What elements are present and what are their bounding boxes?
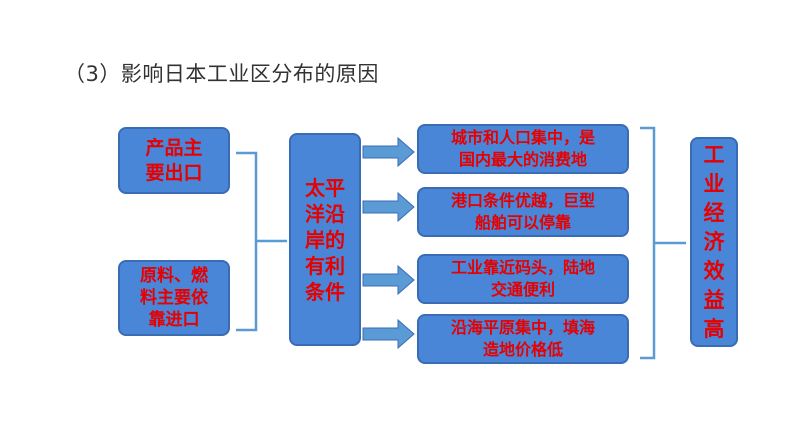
box-line: 交通便利 <box>490 280 555 299</box>
box-line: 太平 <box>305 175 345 200</box>
import-reason-box: 原料、燃 料主要依 靠进口 <box>118 260 230 336</box>
box-line: 洋沿 <box>305 201 345 226</box>
box-line: 高 <box>703 316 725 341</box>
box-line: 船舶可以停靠 <box>474 213 571 232</box>
box-line: 益 <box>703 287 725 312</box>
box-line: 经 <box>703 200 725 225</box>
pacific-coast-advantages-box: 太平 洋沿 岸的 有利 条件 <box>289 133 361 346</box>
condition-box-consumer-market: 城市和人口集中，是 国内最大的消费地 <box>417 124 629 174</box>
box-line: 产品主 <box>145 136 203 159</box>
box-line: 条件 <box>305 279 345 304</box>
box-line: 效 <box>703 258 725 283</box>
left-brace <box>236 151 287 332</box>
condition-box-transport: 工业靠近码头，陆地 交通便利 <box>417 254 629 304</box>
box-line: 靠进口 <box>148 310 200 330</box>
box-line: 工业靠近码头，陆地 <box>450 258 595 277</box>
arrow-3 <box>362 264 415 296</box>
box-line: 港口条件优越，巨型 <box>450 191 595 210</box>
page-title: （3）影响日本工业区分布的原因 <box>64 62 379 86</box>
box-line: 工 <box>703 142 725 167</box>
box-line: 国内最大的消费地 <box>458 150 587 169</box>
box-line: 沿海平原集中，填海 <box>450 318 595 337</box>
box-line: 城市和人口集中，是 <box>450 128 595 147</box>
box-line: 造地价格低 <box>482 340 563 359</box>
box-line: 济 <box>703 229 725 254</box>
right-brace <box>640 126 686 360</box>
box-line: 要出口 <box>145 161 203 184</box>
box-line: 业 <box>703 171 725 196</box>
arrow-4 <box>362 318 415 350</box>
arrow-1 <box>362 136 415 168</box>
box-line: 料主要依 <box>140 288 208 308</box>
arrow-2 <box>362 191 415 223</box>
box-line: 原料、燃 <box>140 266 208 286</box>
export-reason-box: 产品主 要出口 <box>118 127 230 194</box>
box-line: 有利 <box>305 253 345 278</box>
result-box: 工 业 经 济 效 益 高 <box>690 137 738 347</box>
box-line: 岸的 <box>305 227 345 252</box>
condition-box-port: 港口条件优越，巨型 船舶可以停靠 <box>417 187 629 237</box>
condition-box-land: 沿海平原集中，填海 造地价格低 <box>417 314 629 364</box>
